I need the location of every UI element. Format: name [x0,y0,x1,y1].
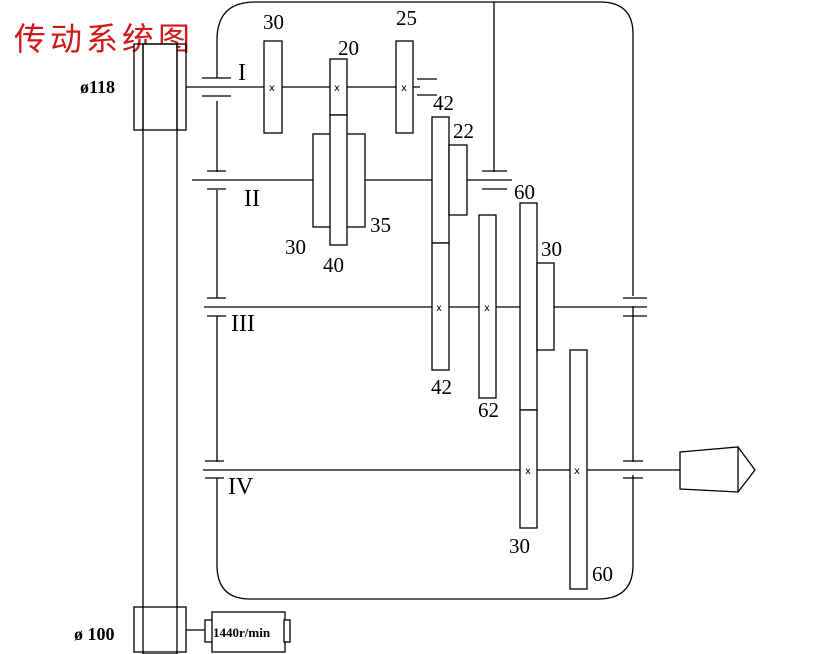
fixed-gear-mark: x [436,303,442,314]
motor-flange [283,619,291,643]
spindle-chuck [679,446,739,493]
upper-pulley-diameter: ø118 [80,77,115,97]
lower-pulley-diameter: ø 100 [74,624,115,644]
fixed-gear-mark: x [484,303,490,314]
fixed-gear-mark: x [269,83,275,94]
gear-shaft3-42 [431,242,450,371]
fixed-gear-mark: x [525,466,531,477]
gear-shaft2-22 [448,144,468,216]
shaft-label-2: II [244,186,260,212]
gear-label: 60 [592,562,613,586]
gear-label: 62 [478,398,499,422]
gear-shaft3-30 [536,262,555,351]
gearbox-housing [216,1,634,600]
shaft-label-3: III [231,311,255,337]
drive-belt [142,43,178,654]
gear-shaft3-60 [519,202,538,411]
gear-label: 30 [541,237,562,261]
gear-shaft4-60 [569,349,588,590]
gear-shaft1-30 [263,40,283,134]
shaft-label-1: I [238,60,246,86]
gear-label: 40 [323,253,344,277]
gear-shaft2-40 [329,114,348,246]
shaft-label-4: IV [228,474,254,500]
gear-label: 22 [453,119,474,143]
gear-label: 30 [263,10,284,34]
chuck-tip [737,446,756,493]
gear-shaft3-62 [478,214,497,399]
gear-shaft2-42 [431,116,450,244]
gear-label: 42 [431,375,452,399]
fixed-gear-mark: x [334,83,340,94]
gear-label: 60 [514,180,535,204]
gear-shaft1-25 [395,40,414,134]
gear-label: 35 [370,213,391,237]
gear-label: 42 [433,91,454,115]
fixed-gear-mark: x [574,466,580,477]
gear-label: 20 [338,36,359,60]
gear-label: 25 [396,6,417,30]
motor-body [211,611,286,653]
gear-label: 30 [509,534,530,558]
motor-speed: 1440r/min [213,625,271,640]
fixed-gear-mark: x [401,83,407,94]
gear-shaft4-30 [519,409,538,529]
gear-label: 30 [285,235,306,259]
